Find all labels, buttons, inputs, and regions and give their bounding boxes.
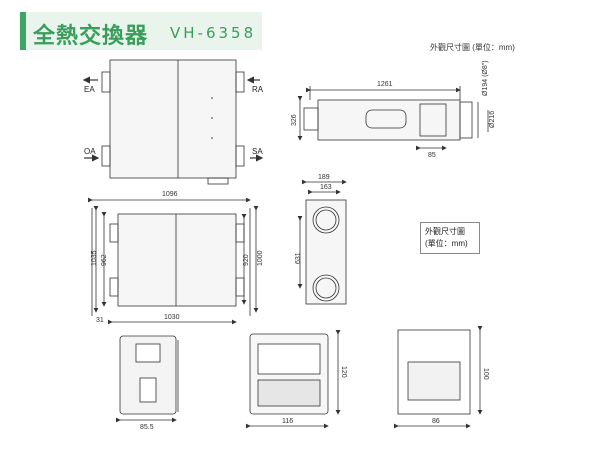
dim-duct-194: Ø194 (Ø8") <box>482 60 489 96</box>
dim-duct-216: Ø216 <box>489 111 496 128</box>
model-number: VH-6358 <box>170 24 257 42</box>
plan-view-unit <box>88 197 259 325</box>
controller-3 <box>394 326 483 429</box>
port-label-sa: SA <box>252 147 263 156</box>
side-elevation <box>297 86 489 151</box>
dimension-legend-box: 外觀尺寸圖 (單位：mm) <box>420 222 480 254</box>
dim-depth-1035: 1035 <box>91 250 98 266</box>
dim-ctrl2-width: 116 <box>282 418 293 425</box>
dim-depth-1000: 1000 <box>257 250 264 266</box>
dim-length: 1261 <box>377 81 393 88</box>
dim-bottom-1030: 1030 <box>164 314 180 321</box>
dim-depth-920: 920 <box>243 254 250 266</box>
port-label-ea: EA <box>84 85 95 94</box>
dim-end-189: 189 <box>318 174 330 181</box>
dim-depth-962: 962 <box>101 254 108 266</box>
dim-ctrl3-height: 100 <box>482 368 489 380</box>
legend-line-2: (單位：mm) <box>425 239 468 248</box>
controller-1 <box>116 335 179 423</box>
top-view-unit <box>101 59 245 185</box>
dim-end-631: 631 <box>295 252 302 264</box>
port-arrows <box>82 76 264 162</box>
dim-bottom-31: 31 <box>96 317 104 324</box>
page-title: 全熱交換器 <box>33 23 149 48</box>
dim-end-163: 163 <box>320 184 332 191</box>
dim-width-top: 1096 <box>162 191 178 198</box>
dim-ctrl1-width: 85.5 <box>140 424 154 431</box>
legend-line-1: 外觀尺寸圖 <box>425 227 465 236</box>
controller-2 <box>246 330 341 429</box>
end-view-unit <box>297 179 347 305</box>
dim-ctrl3-width: 86 <box>432 418 440 425</box>
dim-offset-85: 85 <box>428 152 436 159</box>
units-note: 外觀尺寸圖 (單位：mm) <box>430 43 515 52</box>
dim-ctrl2-height: 120 <box>340 366 347 378</box>
port-label-ra: RA <box>252 85 264 94</box>
title-banner <box>20 12 262 50</box>
top-view-details <box>211 97 213 139</box>
port-label-oa: OA <box>84 147 96 156</box>
dim-side-height: 326 <box>291 114 298 126</box>
